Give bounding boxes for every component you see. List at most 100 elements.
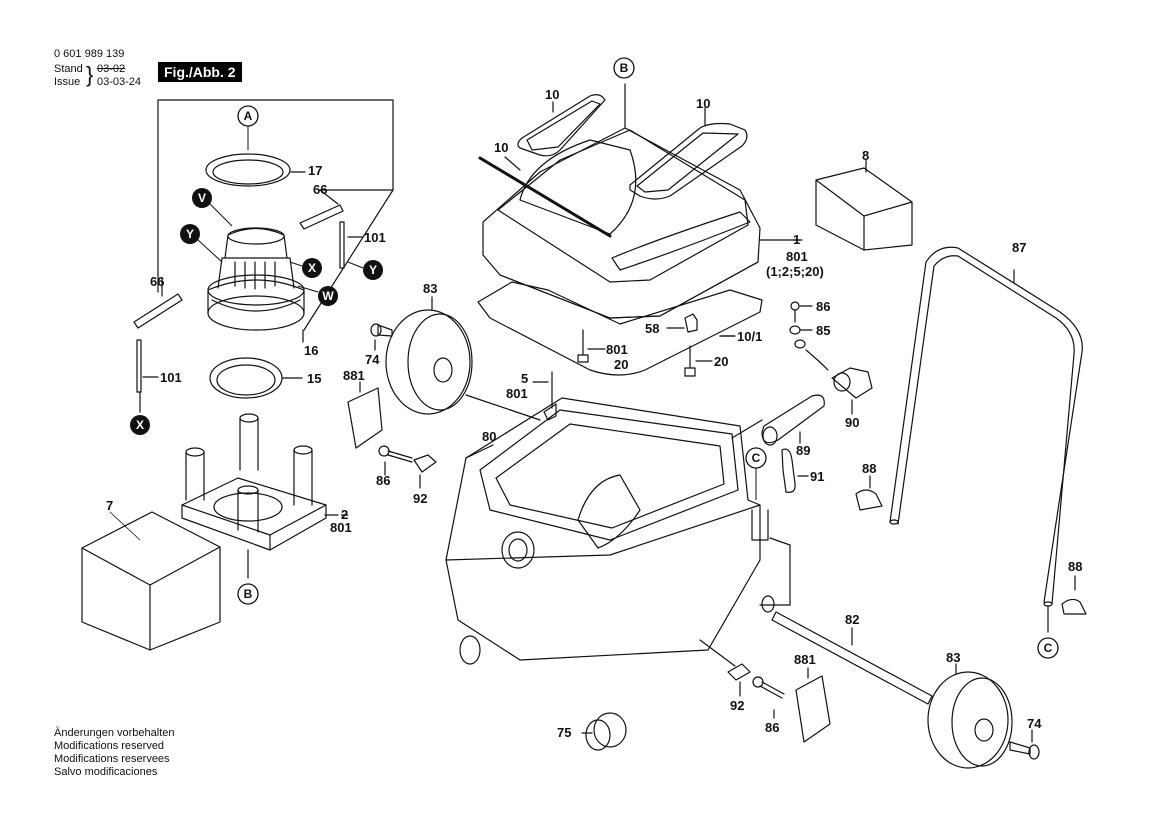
label-7: 7 [106,498,113,513]
label-801-note: (1;2;5;20) [766,264,824,279]
seal-ring-10-left [517,94,606,157]
label-881-right: 881 [794,652,816,667]
label-5: 5 [521,371,528,386]
callout-X-bottom: X [130,415,150,435]
clip-92-left [413,454,437,489]
washer-lower [794,339,806,349]
connector-101-bottom [136,339,159,413]
svg-text:B: B [244,587,253,601]
label-801-base: 801 [330,520,352,535]
label-83-right: 83 [946,650,960,665]
flap-881-left [347,381,383,449]
label-74-right: 74 [1027,716,1042,731]
svg-text:Y: Y [186,227,194,241]
washer-85 [789,325,813,335]
callout-B-bottom: B [237,583,259,605]
svg-text:C: C [752,451,761,465]
label-101-bottom: 101 [160,370,182,385]
svg-text:A: A [244,109,253,123]
wheel-83-right [927,663,1013,769]
label-2: 2 [341,507,348,522]
svg-text:C: C [1044,641,1053,655]
seal-ring-17 [205,153,306,187]
motor-unit [207,227,305,343]
label-88-left: 88 [862,461,876,476]
seal-ring-15 [209,357,303,399]
label-10-right: 10 [696,96,710,111]
label-87: 87 [1012,240,1026,255]
label-20-right: 20 [714,354,728,369]
handle-87 [889,246,1083,633]
motor-group-bracket [157,99,394,331]
filter-holder-7 [81,511,221,651]
bracket-88-right [1061,575,1087,615]
figure-badge: Fig./Abb. 2 [158,62,242,82]
clip-91 [781,448,809,493]
callout-Y-left: Y [180,224,223,263]
modification-notes: Änderungen vorbehalten Modifications res… [54,727,174,779]
label-86-small: 86 [816,299,830,314]
note-german: Änderungen vorbehalten [54,727,175,739]
callout-A: A [237,105,259,150]
svg-text:X: X [308,261,316,275]
carbon-brush-66-top [299,189,344,230]
screw-20-cover [684,345,713,377]
wheel-83-left [385,296,541,421]
label-801-screw: 801 [606,342,628,357]
label-801-cover: 801 [786,249,808,264]
label-101-top: 101 [364,230,386,245]
screw-86-left [378,445,413,476]
axle-rod-82 [771,611,933,705]
svg-text:W: W [322,289,334,303]
label-66-left: 66 [150,274,164,289]
note-french: Modifications reservees [54,753,170,765]
callout-W: W [297,285,338,306]
label-75: 75 [557,725,571,740]
label-86-right: 86 [765,720,779,735]
flap-881-right [795,667,831,743]
label-89: 89 [796,443,810,458]
brace-glyph: } [86,62,94,87]
label-85: 85 [816,323,830,338]
callout-V: V [192,188,233,227]
label-15: 15 [307,371,321,386]
carbon-brush-66-left [133,277,183,329]
label-83-left: 83 [423,281,437,296]
label-8: 8 [862,148,869,163]
svg-text:B: B [620,61,629,75]
stand-label: Stand [54,63,83,75]
axle-pin-74-right [1009,729,1040,760]
callout-B-top: B [613,57,635,79]
label-10-rod: 10 [494,140,508,155]
filter-block-8 [815,159,913,251]
seal-ring-10-right [629,107,748,200]
latch-58 [666,313,698,333]
label-801-hook: 801 [506,386,528,401]
hose-piece-89 [731,394,825,446]
hook-5 [532,371,557,421]
svg-text:Y: Y [369,263,377,277]
plug-90 [805,349,873,415]
callout-C-right: C [1037,637,1059,659]
date-new: 03-03-24 [97,76,142,88]
note-spanish: Salvo modificaciones [54,766,158,778]
connector-101-top [339,221,363,269]
callout-C-left: C [745,447,767,500]
label-16: 16 [304,343,318,358]
label-20-left: 20 [614,357,628,372]
label-74-left: 74 [365,352,380,367]
svg-text:X: X [136,418,144,432]
part-number: 0 601 989 139 [54,48,125,60]
axle-pin-74-left [370,323,393,351]
label-88-right: 88 [1068,559,1082,574]
label-66-top: 66 [313,182,327,197]
container-80 [445,397,791,751]
issue-label: Issue [54,76,81,88]
label-91: 91 [810,469,824,484]
screw-801-cover [577,329,606,363]
label-92-left: 92 [413,491,427,506]
label-92-right: 92 [730,698,744,713]
bracket-88-left [855,475,883,511]
label-58: 58 [645,321,659,336]
